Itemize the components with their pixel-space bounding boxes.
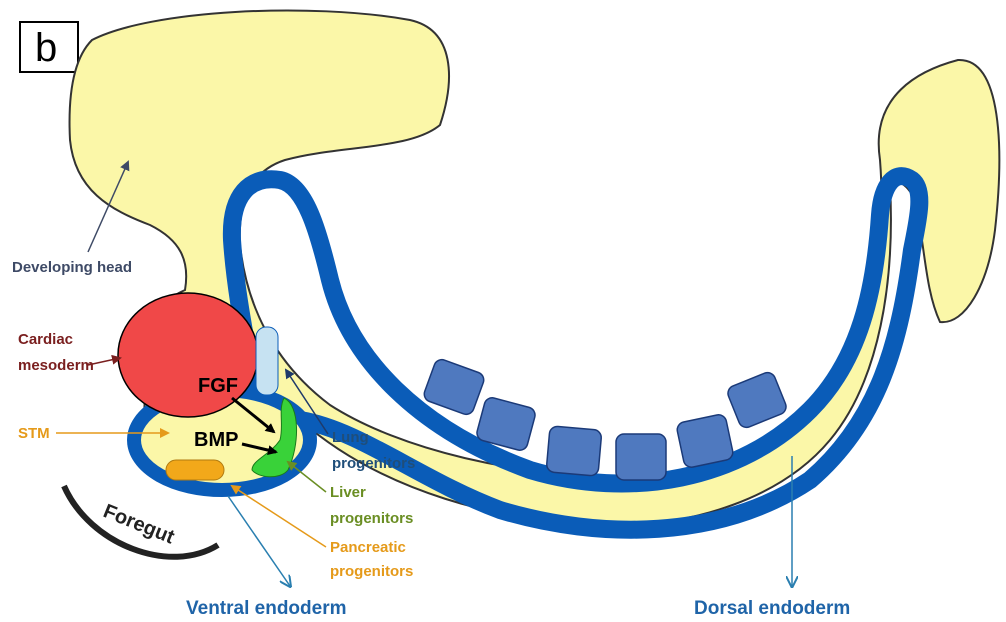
bmp-label: BMP	[194, 429, 238, 451]
dorsal-endoderm-label: Dorsal endoderm	[694, 598, 850, 619]
pancreatic-label-line1: Pancreatic	[330, 539, 406, 556]
pancreatic-arrow	[232, 486, 326, 547]
somite	[546, 426, 602, 476]
fgf-label: FGF	[198, 375, 238, 397]
cardiac-label-line1: Cardiac	[18, 331, 73, 348]
somite	[422, 357, 486, 416]
ventral-endoderm-arrow	[228, 496, 290, 586]
liver-label-line2: progenitors	[330, 510, 413, 527]
lung-progenitors-region	[256, 327, 278, 395]
somite	[676, 413, 734, 468]
pancreatic-label-line2: progenitors	[330, 563, 413, 580]
endoderm-tube	[232, 176, 919, 530]
pancreatic-progenitors-region	[166, 460, 224, 480]
stm-label: STM	[18, 425, 50, 442]
lung-label-line2: progenitors	[332, 455, 415, 472]
somite	[616, 434, 666, 480]
ventral-endoderm-label: Ventral endoderm	[186, 598, 347, 619]
somite	[726, 370, 789, 430]
developing-head-label: Developing head	[12, 259, 132, 276]
cardiac-label-line2: mesoderm	[18, 357, 94, 374]
cardiac-mesoderm	[118, 293, 258, 417]
panel-label: b	[35, 26, 57, 70]
liver-label-line1: Liver	[330, 484, 366, 501]
lung-label-line1: Lung	[332, 429, 369, 446]
